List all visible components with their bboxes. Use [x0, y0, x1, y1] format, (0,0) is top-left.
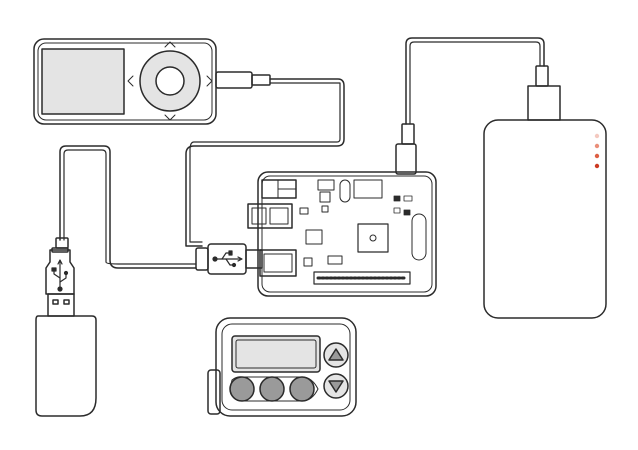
- cable-media-player-to-board: [185, 78, 345, 247]
- usb-power-adapter: [527, 65, 561, 121]
- pump-screen: [231, 335, 321, 373]
- power-bank-led-4: [594, 163, 600, 169]
- usb-cable-plug: [195, 243, 263, 275]
- adapter-body: [527, 85, 561, 121]
- single-board-computer: [247, 123, 437, 297]
- cable-charger-to-board: [405, 37, 545, 125]
- board-capacitor: [411, 213, 427, 261]
- pump-button-2: [259, 376, 285, 402]
- media-player: [33, 38, 271, 125]
- media-player-connector: [215, 71, 253, 89]
- usb-symbol-icon: [51, 259, 69, 292]
- cable-flash-drive-to-board: [59, 145, 197, 269]
- board-gpio-header: [313, 271, 411, 285]
- board-slot: [339, 179, 351, 203]
- board-usb-port-low: [259, 249, 297, 277]
- pump-button-3: [289, 376, 315, 402]
- cables: [59, 37, 545, 269]
- flash-drive-body: [35, 315, 97, 417]
- pump-clip: [207, 369, 221, 415]
- board-cpu: [357, 223, 389, 253]
- power-bank-led-3: [594, 153, 600, 159]
- power-bank: [483, 119, 607, 319]
- insulin-pump: [207, 317, 357, 417]
- pump-buttons: [229, 376, 315, 402]
- board-chip-a: [317, 179, 335, 191]
- board-usb-port-mid: [247, 203, 293, 229]
- usb-flash-drive: [35, 237, 97, 417]
- up-arrow-icon: [328, 348, 344, 361]
- power-bank-led-2: [594, 143, 600, 149]
- board-chip-b: [353, 179, 383, 199]
- usb-symbol-icon: [212, 250, 243, 268]
- media-player-screen: [41, 48, 125, 115]
- power-bank-led-1: [594, 133, 600, 139]
- usb-plug: [47, 293, 75, 317]
- flash-drive-cable-boot: [55, 237, 69, 249]
- pump-body: [215, 317, 357, 417]
- power-bank-body: [483, 119, 607, 319]
- board-power-port: [395, 143, 417, 175]
- board-pcb: [257, 171, 437, 297]
- down-arrow-icon: [328, 380, 344, 393]
